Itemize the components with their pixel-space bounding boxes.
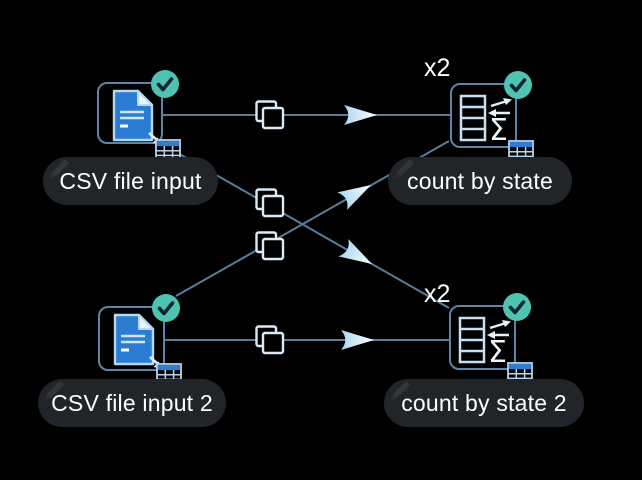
- node-csv-file-input-2[interactable]: [98, 294, 182, 385]
- edge-line: [175, 151, 450, 309]
- edit-pencil-icon[interactable]: [384, 373, 414, 403]
- copy-icon[interactable]: [255, 325, 285, 355]
- copy-icon[interactable]: [255, 188, 285, 218]
- sigma-icon: Σ: [489, 113, 508, 144]
- edit-pencil-icon[interactable]: [43, 151, 73, 181]
- node-count-by-state-2[interactable]: Σ: [449, 293, 533, 384]
- node-label-text: CSV file input 2: [51, 389, 213, 416]
- count-by-state-icon: Σ: [458, 316, 511, 366]
- table-output-port-icon[interactable]: [507, 362, 533, 384]
- table-column-icon: [459, 94, 487, 142]
- node-label-text: count by state 2: [401, 389, 567, 416]
- copy-icon[interactable]: [255, 231, 285, 261]
- check-icon: [156, 77, 174, 92]
- swap-arrows-icon: [487, 320, 511, 339]
- status-success-badge: [151, 70, 179, 98]
- check-icon: [509, 78, 527, 93]
- node-label-csv-file-input[interactable]: CSV file input: [43, 157, 218, 205]
- status-success-badge: [503, 293, 531, 321]
- arrowhead-icon: [341, 330, 374, 350]
- table-column-icon: [458, 316, 486, 364]
- table-output-port-icon[interactable]: [508, 140, 534, 162]
- node-label-count-by-state[interactable]: count by state: [388, 157, 572, 205]
- multiplicity-badge: x2: [424, 280, 451, 308]
- check-icon: [508, 300, 526, 315]
- arrowhead-icon: [344, 105, 377, 125]
- node-csv-file-input[interactable]: [97, 70, 181, 161]
- edit-pencil-icon[interactable]: [38, 373, 68, 403]
- status-success-badge: [504, 71, 532, 99]
- multiplicity-badge: x2: [424, 54, 451, 82]
- node-label-text: CSV file input: [59, 167, 202, 194]
- node-label-text: count by state: [407, 167, 553, 194]
- edge-csv1-to-count1[interactable]: [163, 100, 450, 130]
- check-icon: [157, 301, 175, 316]
- arrowhead-icon: [338, 238, 372, 264]
- edge-csv1-to-count2[interactable]: [175, 151, 450, 309]
- node-label-count-by-state-2[interactable]: count by state 2: [384, 379, 584, 427]
- node-count-by-state[interactable]: Σ: [450, 71, 534, 162]
- arrowhead-icon: [337, 185, 371, 210]
- status-success-badge: [152, 294, 180, 322]
- count-by-state-icon: Σ: [459, 94, 512, 144]
- sigma-icon: Σ: [488, 335, 507, 366]
- edit-pencil-icon[interactable]: [388, 151, 418, 181]
- swap-arrows-icon: [488, 98, 512, 117]
- node-label-csv-file-input-2[interactable]: CSV file input 2: [38, 379, 226, 427]
- copy-icon[interactable]: [255, 100, 285, 130]
- edge-csv2-to-count2[interactable]: [165, 325, 449, 355]
